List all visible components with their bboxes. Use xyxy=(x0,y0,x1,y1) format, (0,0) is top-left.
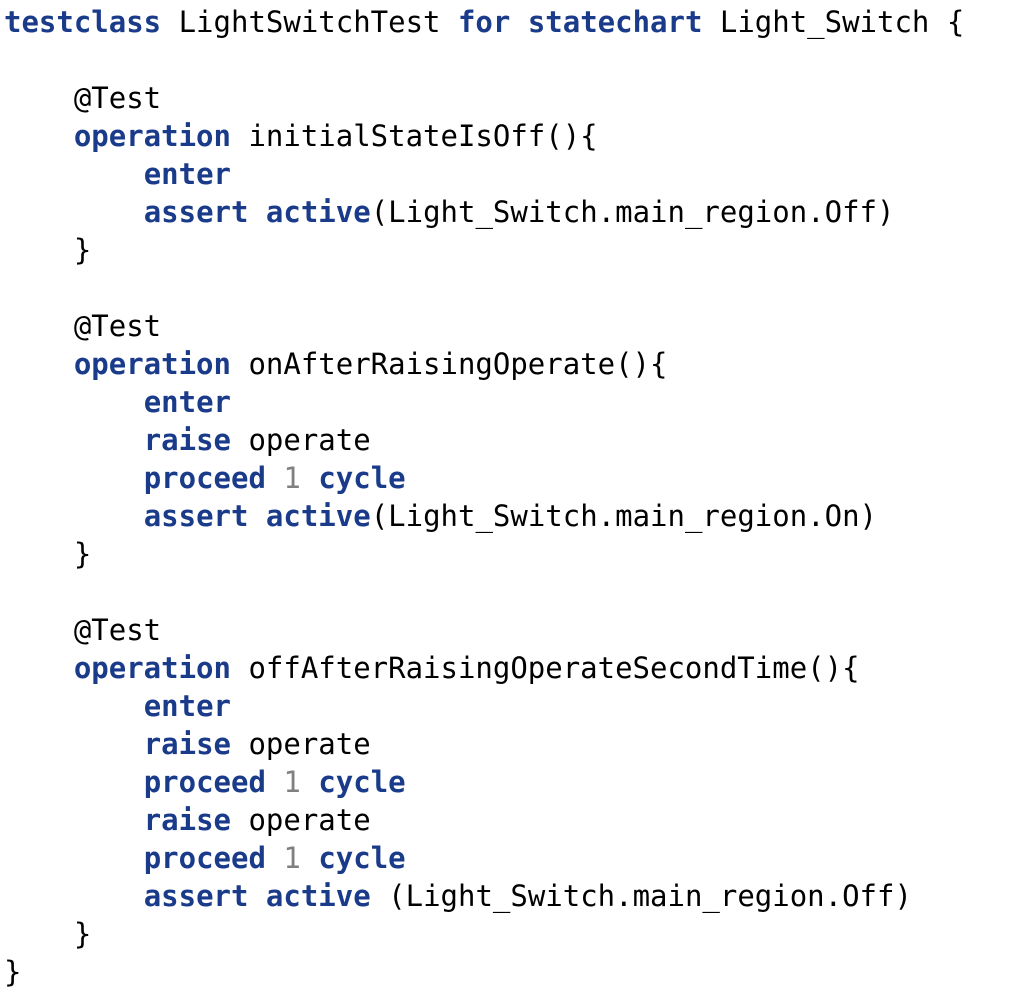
code-keyword: cycle xyxy=(318,461,406,495)
code-text xyxy=(4,689,144,723)
code-text: @Test xyxy=(4,613,162,647)
code-keyword: cycle xyxy=(318,765,406,799)
code-keyword: proceed xyxy=(143,841,266,875)
code-text xyxy=(266,461,283,495)
code-editor[interactable]: testclass LightSwitchTest for statechart… xyxy=(4,0,1029,993)
code-text: (Light_Switch.main_region.Off) xyxy=(370,879,912,913)
code-text: @Test xyxy=(4,81,162,115)
code-text: (Light_Switch.main_region.Off) xyxy=(370,195,895,229)
code-number: 1 xyxy=(283,461,301,495)
code-line: ​ xyxy=(4,573,1029,611)
code-text xyxy=(4,385,144,419)
code-keyword: active xyxy=(265,195,371,229)
code-keyword: cycle xyxy=(318,841,406,875)
code-text: operate xyxy=(231,727,371,761)
code-text xyxy=(248,499,265,533)
code-line: assert active(Light_Switch.main_region.O… xyxy=(4,193,1029,231)
code-text: LightSwitchTest xyxy=(161,5,458,39)
code-line: testclass LightSwitchTest for statechart… xyxy=(4,3,1029,41)
code-keyword: operation xyxy=(73,347,231,381)
code-line: operation offAfterRaisingOperateSecondTi… xyxy=(4,649,1029,687)
code-text: operate xyxy=(231,803,371,837)
code-line: raise operate xyxy=(4,421,1029,459)
code-keyword: proceed xyxy=(143,765,266,799)
code-text: } xyxy=(4,233,92,267)
code-line: @Test xyxy=(4,79,1029,117)
code-text xyxy=(266,765,283,799)
code-text: (Light_Switch.main_region.On) xyxy=(370,499,878,533)
code-line: proceed 1 cycle xyxy=(4,459,1029,497)
code-text xyxy=(4,347,74,381)
code-line: enter xyxy=(4,383,1029,421)
code-text xyxy=(4,765,144,799)
code-text xyxy=(4,195,144,229)
code-text xyxy=(248,195,265,229)
code-keyword: testclass xyxy=(4,5,162,39)
code-keyword: raise xyxy=(143,423,231,457)
code-keyword: assert xyxy=(143,879,249,913)
code-text: @Test xyxy=(4,309,162,343)
code-text: operate xyxy=(231,423,371,457)
code-line: assert active (Light_Switch.main_region.… xyxy=(4,877,1029,915)
code-text xyxy=(4,841,144,875)
code-keyword: for xyxy=(457,5,511,39)
code-keyword: assert xyxy=(143,195,249,229)
code-keyword: enter xyxy=(143,385,231,419)
code-text: initialStateIsOff(){ xyxy=(230,119,598,153)
code-text xyxy=(4,461,144,495)
code-keyword: operation xyxy=(73,651,231,685)
code-text: } xyxy=(4,955,22,989)
code-number: 1 xyxy=(283,841,301,875)
code-text: Light_Switch { xyxy=(702,5,965,39)
code-line: } xyxy=(4,231,1029,269)
code-text: onAfterRaisingOperate(){ xyxy=(230,347,668,381)
code-text xyxy=(301,461,318,495)
code-text xyxy=(4,157,144,191)
code-text: offAfterRaisingOperateSecondTime(){ xyxy=(230,651,860,685)
code-line: raise operate xyxy=(4,801,1029,839)
code-line: @Test xyxy=(4,307,1029,345)
code-text xyxy=(510,5,527,39)
code-line: operation initialStateIsOff(){ xyxy=(4,117,1029,155)
code-keyword: enter xyxy=(143,689,231,723)
code-line: raise operate xyxy=(4,725,1029,763)
code-line: ​ xyxy=(4,41,1029,79)
code-text xyxy=(301,841,318,875)
code-keyword: operation xyxy=(73,119,231,153)
code-keyword: enter xyxy=(143,157,231,191)
code-line: } xyxy=(4,535,1029,573)
code-line: assert active(Light_Switch.main_region.O… xyxy=(4,497,1029,535)
code-number: 1 xyxy=(283,765,301,799)
code-line: } xyxy=(4,915,1029,953)
code-keyword: raise xyxy=(143,727,231,761)
code-text xyxy=(4,499,144,533)
code-text xyxy=(4,423,144,457)
code-line: proceed 1 cycle xyxy=(4,763,1029,801)
code-keyword: active xyxy=(265,499,371,533)
code-text xyxy=(4,727,144,761)
code-text: } xyxy=(4,917,92,951)
code-text: } xyxy=(4,537,92,571)
code-keyword: assert xyxy=(143,499,249,533)
code-line: proceed 1 cycle xyxy=(4,839,1029,877)
code-text xyxy=(4,119,74,153)
code-text xyxy=(266,841,283,875)
code-text xyxy=(4,803,144,837)
code-line: operation onAfterRaisingOperate(){ xyxy=(4,345,1029,383)
code-keyword: statechart xyxy=(527,5,703,39)
code-text xyxy=(4,879,144,913)
code-keyword: proceed xyxy=(143,461,266,495)
code-line: enter xyxy=(4,687,1029,725)
code-text xyxy=(248,879,265,913)
code-line: @Test xyxy=(4,611,1029,649)
code-line: } xyxy=(4,953,1029,991)
code-line: ​ xyxy=(4,269,1029,307)
code-keyword: active xyxy=(265,879,371,913)
code-keyword: raise xyxy=(143,803,231,837)
code-text xyxy=(301,765,318,799)
code-line: enter xyxy=(4,155,1029,193)
code-text xyxy=(4,651,74,685)
